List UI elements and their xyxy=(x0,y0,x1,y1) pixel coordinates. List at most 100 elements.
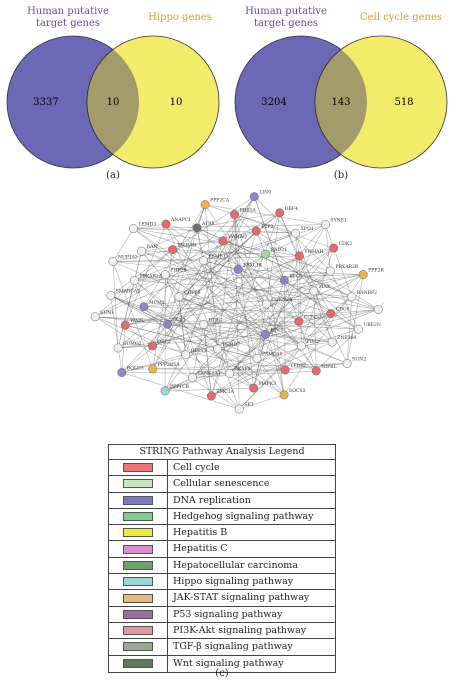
legend-swatch-cell xyxy=(109,525,168,541)
network-edge xyxy=(196,227,218,350)
network-edge xyxy=(164,377,193,392)
network-node-label: YWHAG xyxy=(177,243,197,249)
network-node-circle xyxy=(294,317,304,326)
network-node-label: DBF4 xyxy=(285,206,298,212)
network-node-label: SMC1A xyxy=(216,389,234,395)
network-node: CHTF8 xyxy=(174,290,201,302)
network-edge xyxy=(165,387,254,392)
network-node-label: SYNE1 xyxy=(330,218,347,224)
legend-title: STRING Pathway Analysis Legend xyxy=(109,445,335,460)
network-edge xyxy=(112,249,173,262)
legend-row: JAK-STAT signaling pathway xyxy=(109,590,335,607)
network-node-label: PSMD10 xyxy=(262,351,283,357)
network-edge xyxy=(110,249,173,296)
network-edge xyxy=(95,232,296,318)
network-edge xyxy=(164,196,255,392)
network-edge xyxy=(118,345,153,349)
network-node: SMC1A xyxy=(206,389,235,401)
network-node-circle xyxy=(261,249,271,259)
network-edge xyxy=(211,230,257,397)
network-node-circle xyxy=(137,246,147,256)
venn-b-left-label: Human putative target genes xyxy=(245,6,327,29)
legend-swatch xyxy=(123,593,153,603)
network-node: RAD21 xyxy=(261,247,287,259)
network-edge xyxy=(110,295,285,396)
network-edge xyxy=(178,296,187,355)
venn-a-left-count: 3337 xyxy=(33,97,58,108)
network-node-label: ANAPC1 xyxy=(170,217,191,223)
network-node-circle xyxy=(373,305,383,314)
network-node: DBF4 xyxy=(275,206,298,218)
network-edge xyxy=(141,227,198,252)
network-node-circle xyxy=(108,257,118,267)
network-node-label: ATRX xyxy=(201,221,216,227)
network-node: NIPBL xyxy=(311,364,337,376)
network-node-label: RAN xyxy=(147,244,158,250)
network-edge xyxy=(192,247,334,378)
network-edge xyxy=(121,325,126,373)
network-node-circle xyxy=(148,364,158,374)
network-node-circle xyxy=(106,291,116,301)
legend-swatch-cell xyxy=(109,622,168,639)
network-node-circle xyxy=(225,368,235,378)
network-node-circle xyxy=(251,226,261,236)
network-edge xyxy=(234,214,240,410)
network-edge xyxy=(237,269,267,305)
network-edge xyxy=(298,290,315,322)
network-node-circle xyxy=(90,312,100,322)
network-node-circle xyxy=(326,309,336,319)
venn-b-diagram: 3204 143 518 xyxy=(234,35,448,169)
network-node-label: PRKAR2B xyxy=(335,264,358,270)
legend-swatch-cell xyxy=(109,574,168,590)
network-edge xyxy=(141,250,331,314)
network-edge xyxy=(133,228,296,234)
network-node-circle xyxy=(129,276,139,285)
venn-a-right-label: Hippo genes xyxy=(148,12,212,23)
network-node-label: CSNK2A1 xyxy=(197,371,220,377)
network-node-circle xyxy=(279,390,289,400)
network-edge xyxy=(143,306,218,350)
network-edge xyxy=(299,255,332,314)
network-edge xyxy=(118,334,266,349)
network-node: UBE2N xyxy=(353,322,381,334)
venn-a-diagram: 3337 10 10 xyxy=(6,35,220,169)
network-node-label: BTRC xyxy=(209,317,223,323)
network-edge xyxy=(316,328,359,372)
network-node: PRKAR2A xyxy=(129,274,163,285)
network-edge xyxy=(222,240,333,343)
network-edge xyxy=(313,290,379,310)
network-node-label: ORC2 xyxy=(157,339,171,345)
network-edge xyxy=(203,260,302,347)
network-node: CCND2 xyxy=(294,315,322,326)
network-node-circle xyxy=(249,383,258,393)
legend-label: Cell cycle xyxy=(173,462,220,473)
network-node-label: MAX xyxy=(319,284,331,290)
network-edge xyxy=(165,223,300,322)
network-node-circle xyxy=(200,200,210,210)
legend-label: P53 signaling pathway xyxy=(173,608,283,620)
network-node-circle xyxy=(128,224,138,233)
legend-swatch xyxy=(123,463,153,473)
network-edge xyxy=(152,196,255,370)
network-node-circle xyxy=(163,319,172,329)
network-node: LEMD3 xyxy=(128,222,156,233)
network-edge xyxy=(164,253,266,392)
network-node-circle xyxy=(233,264,243,274)
network-edge xyxy=(265,253,285,281)
network-node-label: PHF20 xyxy=(170,268,186,274)
legend-row: Wnt signaling pathway xyxy=(109,655,335,672)
network-node-label: MAPK3 xyxy=(259,381,277,387)
network-node: PPP2CA xyxy=(200,198,230,210)
network-edge xyxy=(178,247,334,298)
network-edge xyxy=(133,228,285,281)
network-node-label: CDK2 xyxy=(339,241,353,247)
venn-a-left-label: Human putative target genes xyxy=(27,6,109,29)
network-edge xyxy=(110,295,168,325)
network-edge xyxy=(164,274,212,397)
network-node-circle xyxy=(353,324,363,334)
network-edge xyxy=(237,224,326,270)
network-node: TFDP2 xyxy=(280,363,306,375)
network-edge xyxy=(284,280,286,371)
network-node-circle xyxy=(230,210,240,219)
network-edge xyxy=(178,296,333,343)
